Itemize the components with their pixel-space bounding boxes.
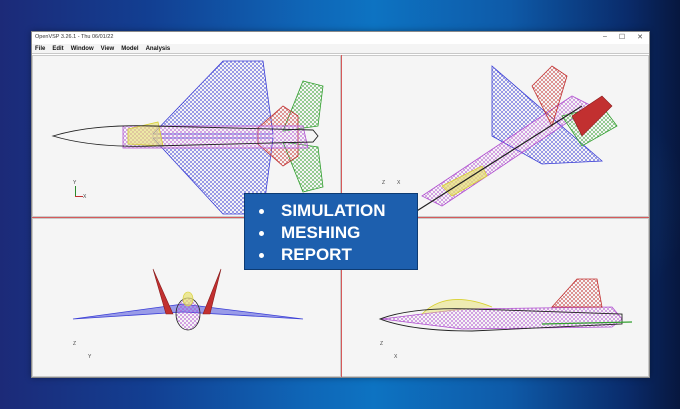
aircraft-front-view-drawing — [72, 268, 304, 331]
bullet-icon — [259, 230, 264, 236]
axis-x-line — [75, 196, 83, 197]
side-outline — [378, 308, 623, 332]
front-canopy — [182, 291, 194, 307]
service-item-simulation: SIMULATION — [259, 200, 417, 222]
menu-bar: File Edit Window View Model Analysis — [32, 44, 649, 54]
side-tail — [551, 278, 603, 308]
axis-y-label-front: Y — [88, 354, 92, 360]
service-item-meshing: MESHING — [259, 222, 417, 244]
bullet-icon — [259, 208, 264, 214]
axis-x-label: X — [83, 194, 87, 200]
iso-fin-red — [571, 95, 613, 137]
close-button[interactable]: ✕ — [637, 34, 643, 41]
menu-window[interactable]: Window — [70, 45, 94, 52]
menu-view[interactable]: View — [100, 45, 115, 52]
side-stabilizer — [541, 321, 633, 325]
minimize-button[interactable]: – — [602, 33, 607, 40]
axis-y-line — [75, 186, 76, 196]
axis-z-label-side: Z — [380, 341, 384, 347]
window-title: OpenVSP 3.26.1 - Thu 06/01/22 — [35, 34, 114, 40]
fuselage-purple — [122, 125, 309, 149]
front-tail-left — [152, 268, 174, 315]
axis-x-label-side: X — [394, 354, 398, 360]
menu-file[interactable]: File — [35, 45, 46, 52]
axis-y-label: Y — [73, 180, 77, 186]
aircraft-iso-view-drawing — [411, 65, 618, 215]
viewport-grid: Y X Z X — [32, 55, 649, 377]
viewport-top-view[interactable]: Y X — [32, 55, 341, 217]
menu-edit[interactable]: Edit — [52, 45, 64, 52]
menu-analysis[interactable]: Analysis — [145, 45, 171, 52]
window-controls: – ☐ ✕ — [603, 33, 643, 41]
menu-model[interactable]: Model — [121, 45, 139, 52]
viewport-iso-view[interactable]: Z X — [341, 55, 649, 217]
aircraft-top-view-drawing — [51, 60, 324, 215]
axis-z-label: Z — [382, 180, 386, 186]
services-banner: SIMULATION MESHING REPORT — [244, 193, 418, 270]
iso-tail-red — [531, 65, 568, 128]
iso-fuselage-outline — [411, 105, 583, 215]
fuselage-outline — [51, 125, 319, 147]
viewport-side-view[interactable]: Z X — [341, 218, 649, 377]
title-bar: OpenVSP 3.26.1 - Thu 06/01/22 – ☐ ✕ — [32, 32, 649, 44]
axis-x-label-iso: X — [397, 180, 401, 186]
front-tail-right — [202, 268, 222, 315]
wing-upper — [152, 60, 274, 135]
services-list: SIMULATION MESHING REPORT — [245, 194, 417, 266]
axis-z-label-front: Z — [73, 341, 77, 347]
aircraft-side-view-drawing — [378, 278, 633, 332]
service-item-report: REPORT — [259, 244, 417, 266]
bullet-icon — [259, 252, 264, 258]
maximize-button[interactable]: ☐ — [618, 34, 626, 41]
